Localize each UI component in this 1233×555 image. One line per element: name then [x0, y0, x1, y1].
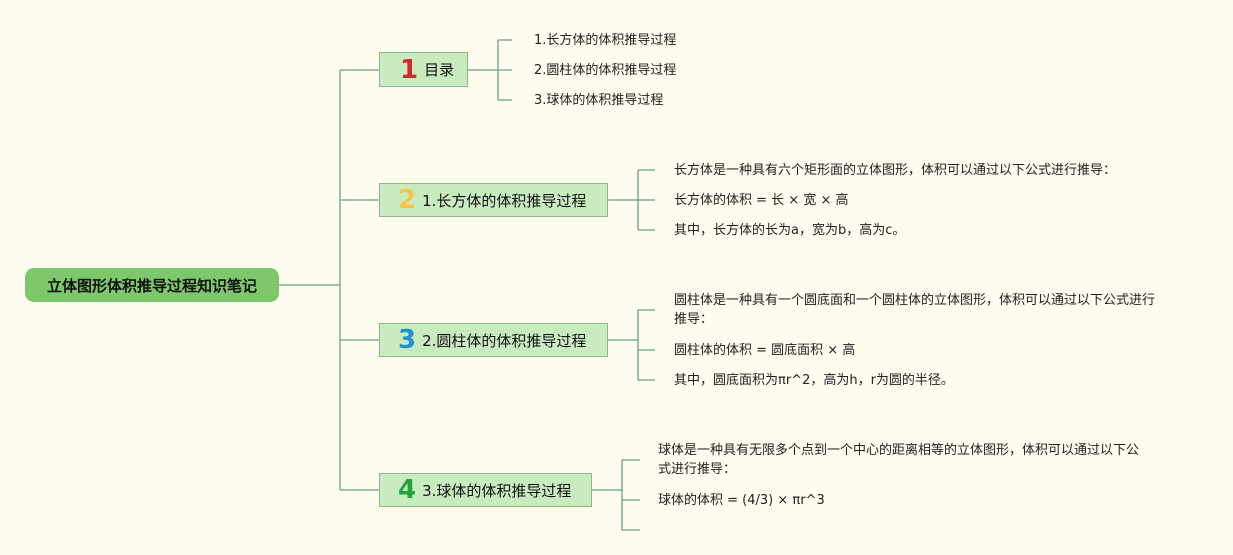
number-badge-3: 3	[398, 325, 417, 355]
leaf-3-1[interactable]: 圆柱体是一种具有一个圆底面和一个圆柱体的立体图形，体积可以通过以下公式进行推导：	[674, 293, 1156, 327]
branch-label-1: 目录	[424, 61, 455, 79]
leaf-1-2[interactable]: 2.圆柱体的体积推导过程	[534, 63, 677, 78]
branch-label-2: 1.长方体的体积推导过程	[422, 191, 587, 210]
leaf-3-3[interactable]: 其中，圆底面积为πr^2，高为h，r为圆的半径。	[674, 373, 954, 388]
branch-label-3: 2.圆柱体的体积推导过程	[422, 331, 587, 350]
number-badge-1: 1	[400, 54, 419, 85]
leaf-4-1[interactable]: 球体是一种具有无限多个点到一个中心的距离相等的立体图形，体积可以通过以下公式进行…	[658, 443, 1140, 477]
leaf-2-1[interactable]: 长方体是一种具有六个矩形面的立体图形，体积可以通过以下公式进行推导：	[674, 163, 1117, 178]
root-topic[interactable]: 立体图形体积推导过程知识笔记	[25, 268, 279, 302]
branch-topic-1[interactable]: 1 目录	[379, 52, 468, 87]
leaf-2-2[interactable]: 长方体的体积 = 长 × 宽 × 高	[674, 193, 849, 208]
leaf-2-3[interactable]: 其中，长方体的长为a，宽为b，高为c。	[674, 223, 906, 238]
number-badge-2: 2	[398, 185, 417, 215]
leaf-4-2[interactable]: 球体的体积 = (4/3) × πr^3	[658, 493, 825, 508]
root-title: 立体图形体积推导过程知识笔记	[46, 276, 257, 295]
branch-topic-3[interactable]: 3 2.圆柱体的体积推导过程	[379, 323, 608, 357]
leaf-1-3[interactable]: 3.球体的体积推导过程	[534, 93, 664, 108]
number-badge-4: 4	[398, 475, 417, 505]
branch-topic-2[interactable]: 2 1.长方体的体积推导过程	[379, 183, 608, 217]
branch-label-4: 3.球体的体积推导过程	[422, 481, 572, 500]
branch-topic-4[interactable]: 4 3.球体的体积推导过程	[379, 473, 592, 507]
leaf-1-1[interactable]: 1.长方体的体积推导过程	[534, 33, 677, 48]
leaf-3-2[interactable]: 圆柱体的体积 = 圆底面积 × 高	[674, 343, 856, 358]
